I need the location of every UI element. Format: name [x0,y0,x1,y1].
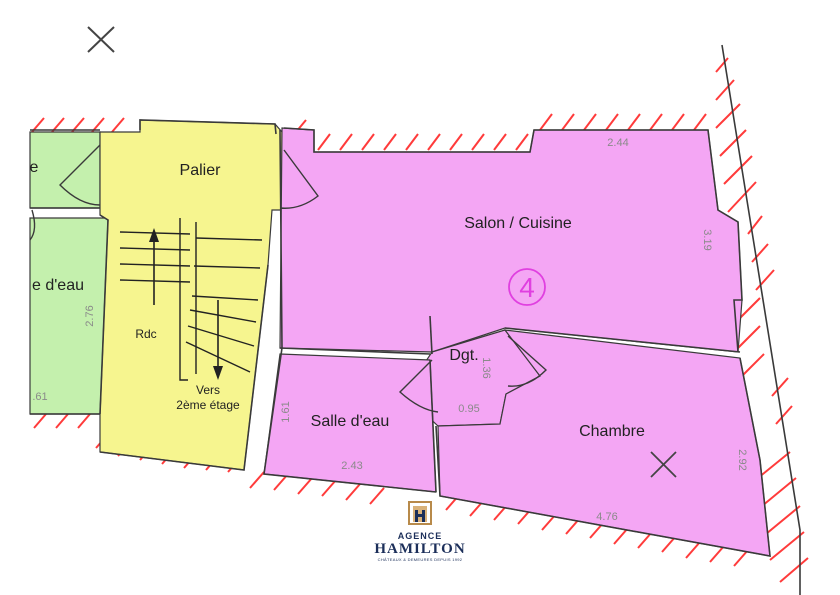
stair-label-vers: Vers [196,383,220,397]
room-label-dgt: Dgt. [449,347,478,364]
unit-number: 4 [519,272,535,303]
unit-number-marker: 4 [508,268,546,306]
stair-label-etage: 2ème étage [176,398,240,412]
exterior-boundary-right [721,44,801,595]
stair-arrow-up [149,228,159,305]
dim-salle-height: 1.61 [280,401,292,422]
cross-marker-top [87,26,115,53]
dim-salle-width: 2.43 [341,460,362,472]
room-label-left-salle: e d'eau [32,277,84,294]
dim-salon-top: 2.44 [607,137,628,149]
door-swings [29,144,548,413]
house-logo-icon [408,501,432,525]
room-left-salle-d-eau [29,217,111,415]
stair-label-rdc: Rdc [135,327,156,341]
room-salon-cuisine [279,127,743,353]
dim-left-height: 2.76 [84,305,96,326]
dim-chambre-right: 2.92 [736,449,748,470]
room-left-top [29,131,101,209]
room-label-left-top: e [30,159,39,176]
room-label-chambre: Chambre [579,423,645,440]
agency-logo: AGENCE HAMILTON CHÂTEAUX & DEMEURES DEPU… [360,500,480,562]
stair-arrow-down [213,300,223,380]
walls [30,119,771,557]
dim-left-bottom: .61 [32,391,47,403]
dim-chambre-bottom: 4.76 [596,511,617,523]
cross-marker-chambre [650,451,677,478]
dim-dgt-vertical: 1.36 [480,357,492,378]
room-label-palier: Palier [180,162,222,179]
logo-name-text: HAMILTON [374,541,466,557]
logo-agence-text: AGENCE [397,531,443,541]
dim-dgt-horizontal: 0.95 [458,403,479,415]
logo-tagline-text: CHÂTEAUX & DEMEURES DEPUIS 1992 [377,557,463,562]
room-label-salle-d-eau: Salle d'eau [311,413,390,430]
dim-salon-right: 3.19 [701,229,713,250]
room-label-salon-cuisine: Salon / Cuisine [464,215,572,232]
